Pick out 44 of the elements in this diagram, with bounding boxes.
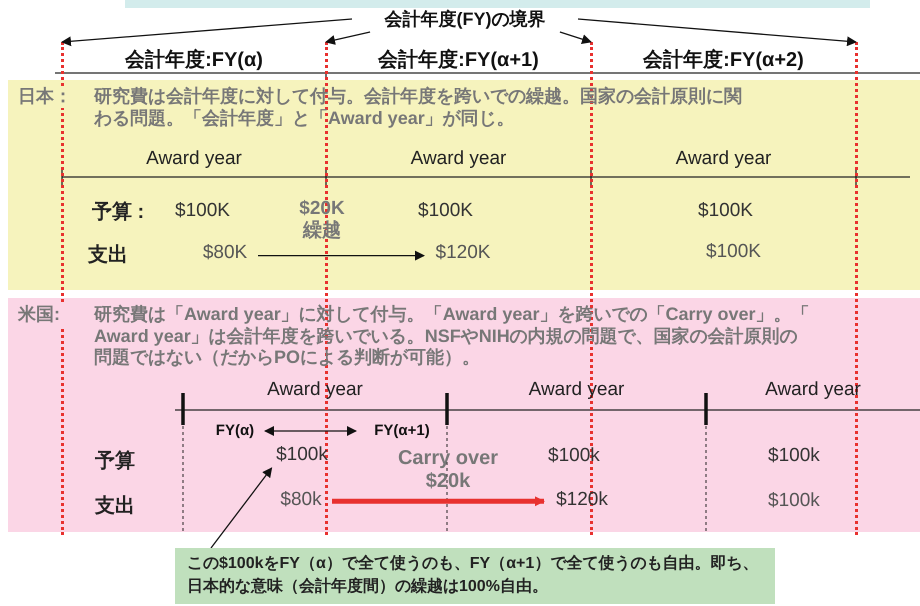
- amount-label: $120K: [424, 240, 502, 266]
- award-year-label: Award year: [674, 148, 772, 171]
- amount-label: $100k: [548, 445, 600, 468]
- award-year-label: Award year: [266, 379, 364, 402]
- amount-label: $100k: [768, 445, 820, 468]
- amount-label: $120k: [544, 487, 620, 513]
- award-year-label: Award year: [528, 379, 626, 402]
- arrow: [332, 496, 545, 506]
- edge-label: Carry over $20k: [396, 447, 500, 493]
- arrow: [560, 31, 592, 44]
- info-panel: [8, 298, 920, 532]
- fiscal-year-label: FY(α): [205, 420, 265, 442]
- amount-label: $100K: [706, 241, 761, 264]
- fiscal-year-heading: 会計年度:FY(α): [124, 48, 264, 72]
- row-label: 予算: [95, 449, 135, 473]
- fiscal-year-heading: 会計年度:FY(α+1): [376, 48, 540, 72]
- arrow: [210, 467, 272, 548]
- arrow: [264, 426, 357, 436]
- row-label: 予算 :: [92, 200, 144, 224]
- amount-label: $100K: [698, 200, 753, 223]
- amount-label: $100K: [418, 200, 473, 223]
- fiscal-year-label: FY(α+1): [356, 420, 448, 442]
- arrow: [578, 18, 857, 46]
- country-heading: 米国:: [18, 304, 64, 326]
- amount-label: $80k: [270, 487, 332, 513]
- description-text: 研究費は会計年度に対して付与。会計年度を跨いでの繰越。国家の会計原則に関わる問題。「会計年度」と「Award year」が同じ。: [94, 86, 743, 130]
- amount-label: $100k: [264, 442, 340, 468]
- description-text: 研究費は「Award year」に対して付与。「Award year」を跨いでの「Carry over」。「 Award year」は会計年度を跨いでいる。NSFやNIHの内規の問題で、国家の会計原則の問題ではない（だからPOによる判断が可能）。: [94, 304, 810, 369]
- arrow: [61, 18, 352, 46]
- row-label: 支出: [95, 494, 135, 518]
- fiscal-year-heading: 会計年度:FY(α+2): [642, 48, 805, 72]
- note-box: この$100kをFY（α）で全て使うのも、FY（α+1）で全て使うのも自由。即ち、日本的な意味（会計年度間）の繰越は100%自由。: [175, 548, 775, 604]
- info-panel: [8, 80, 920, 290]
- amount-label: $100k: [768, 490, 820, 513]
- edge-label: $20K 繰越: [298, 198, 346, 242]
- amount-label: $100K: [175, 200, 230, 223]
- row-label: 支出: [88, 243, 128, 267]
- arrow: [325, 31, 370, 45]
- arrow: [258, 250, 425, 261]
- amount-label: $80K: [192, 240, 258, 266]
- award-year-label: Award year: [764, 379, 862, 402]
- award-year-label: Award year: [410, 148, 508, 171]
- boundary-label: 会計年度(FY)の境界: [352, 6, 578, 32]
- award-year-label: Award year: [145, 148, 243, 171]
